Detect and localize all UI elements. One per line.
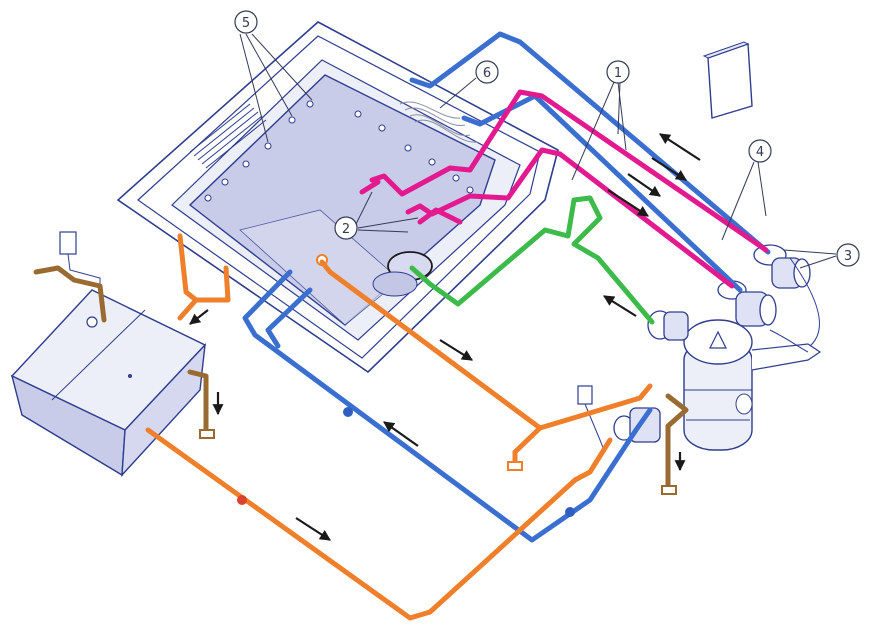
tub-grill — [189, 103, 267, 169]
spa-tub — [116, 21, 559, 374]
green-pipe — [409, 195, 655, 325]
brown-floor-drain — [661, 485, 677, 495]
orange-floor-drain — [507, 461, 523, 471]
tank-float-valve — [86, 316, 98, 328]
brown-pipes — [33, 265, 689, 489]
callout-5-label: 5 — [242, 16, 250, 31]
tank-side — [121, 342, 206, 477]
callout-6: 6 — [475, 60, 499, 84]
tank-level-switch — [59, 231, 77, 255]
brown-floor-drain — [199, 429, 215, 439]
callout-leaders — [239, 33, 837, 269]
callout-2-label: 2 — [342, 222, 350, 237]
air-lines — [399, 101, 479, 143]
tank-port — [128, 374, 132, 378]
callout-3-label: 3 — [844, 249, 852, 264]
filter-tank — [683, 319, 822, 451]
flow-arrows — [189, 133, 701, 541]
magenta-pipes — [359, 89, 769, 289]
callout-4: 4 — [748, 139, 772, 163]
filter-pump — [613, 407, 661, 443]
tub-rim-inner-line — [137, 35, 541, 359]
tank-lid-seam — [51, 309, 146, 401]
callout-5: 5 — [234, 10, 258, 34]
blue-valve — [343, 407, 353, 417]
orange-valve — [237, 495, 247, 505]
balance-tank — [10, 231, 207, 477]
tub-skimmer — [372, 271, 418, 297]
callout-4-label: 4 — [756, 145, 764, 160]
blue-valve — [565, 507, 575, 517]
callout-6-label: 6 — [483, 66, 491, 81]
callout-1: 1 — [606, 60, 630, 84]
circulation-pump — [647, 310, 689, 341]
blue-pipes — [242, 31, 771, 543]
pump-switch — [577, 385, 593, 405]
orange-pipes — [145, 233, 653, 621]
callout-3: 3 — [836, 243, 860, 267]
callout-2: 2 — [334, 216, 358, 240]
control-box — [702, 41, 753, 119]
pump-power-cables — [769, 257, 821, 353]
jet-pump-2 — [717, 280, 777, 327]
tub-jets — [204, 100, 474, 202]
callout-1-label: 1 — [614, 66, 622, 81]
